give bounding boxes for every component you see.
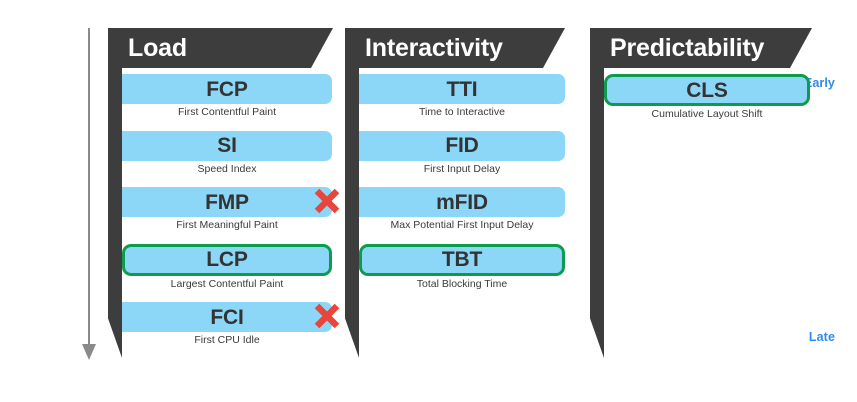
metric-item: TBT Total Blocking Time — [359, 243, 565, 291]
metric-description: Total Blocking Time — [416, 277, 508, 290]
down-arrow-icon — [82, 344, 96, 360]
metric-badge-fci[interactable]: FCI — [122, 302, 340, 333]
column-spine-predictability — [590, 28, 604, 358]
metric-item: CLS Cumulative Layout Shift — [604, 74, 810, 121]
metric-abbr: LCP — [206, 248, 248, 272]
metric-item: FID First Input Delay — [359, 130, 565, 176]
metric-description: Largest Contentful Paint — [170, 277, 284, 290]
metric-badge-tti[interactable]: TTI — [359, 74, 565, 104]
metric-description: First Meaningful Paint — [176, 219, 278, 232]
column-title: Predictability — [610, 33, 765, 62]
deprecated-x-icon — [314, 188, 340, 214]
timeline-early-label: Early — [803, 76, 835, 90]
metric-description: Time to Interactive — [419, 106, 505, 118]
column-body-predictability: CLS Cumulative Layout Shift — [604, 74, 810, 133]
metric-item: LCP Largest Contentful Paint — [122, 243, 332, 291]
metric-abbr: FCP — [206, 77, 248, 101]
metric-item: SI Speed Index — [122, 130, 332, 176]
metric-description: Max Potential First Input Delay — [390, 219, 534, 232]
column-title: Load — [128, 33, 187, 62]
metric-abbr: FID — [445, 134, 479, 158]
metric-item: FCI First CPU Idle — [122, 302, 340, 347]
column-header-load: Load — [108, 28, 333, 68]
column-header-interactivity: Interactivity — [345, 28, 565, 68]
metric-abbr: TBT — [441, 248, 483, 272]
metric-description: Cumulative Layout Shift — [651, 108, 763, 120]
column-spine-load — [108, 28, 122, 358]
deprecated-x-icon — [314, 303, 340, 329]
metric-description: First Contentful Paint — [177, 106, 277, 118]
metric-item: FMP First Meaningful Paint — [122, 187, 340, 232]
metric-abbr: TTI — [446, 77, 478, 101]
metric-item: FCP First Contentful Paint — [122, 74, 332, 119]
metric-badge-cls[interactable]: CLS — [604, 74, 810, 106]
column-spine-interactivity — [345, 28, 359, 358]
metric-badge-mfid[interactable]: mFID — [359, 187, 565, 218]
metric-badge-fcp[interactable]: FCP — [122, 74, 332, 104]
metric-badge-tbt[interactable]: TBT — [359, 243, 565, 276]
metric-abbr: FCI — [210, 305, 244, 329]
metric-description: First CPU Idle — [194, 334, 260, 347]
timeline-late-label: Late — [808, 330, 835, 344]
metric-badge-fmp[interactable]: FMP — [122, 187, 340, 218]
metric-badge-fid[interactable]: FID — [359, 130, 565, 161]
metric-abbr: FMP — [205, 190, 249, 214]
metric-description: Speed Index — [197, 162, 257, 175]
column-title: Interactivity — [365, 33, 503, 62]
timeline-axis — [82, 28, 96, 368]
metric-item: TTI Time to Interactive — [359, 74, 565, 119]
metric-abbr: mFID — [436, 190, 488, 214]
metric-abbr: SI — [217, 134, 237, 158]
metric-abbr: CLS — [686, 78, 728, 102]
metric-item: mFID Max Potential First Input Delay — [359, 187, 565, 232]
metric-badge-lcp[interactable]: LCP — [122, 243, 332, 276]
timeline-axis-line — [88, 28, 90, 350]
column-header-predictability: Predictability — [590, 28, 812, 68]
metric-badge-si[interactable]: SI — [122, 130, 332, 161]
metric-description: First Input Delay — [423, 162, 501, 175]
